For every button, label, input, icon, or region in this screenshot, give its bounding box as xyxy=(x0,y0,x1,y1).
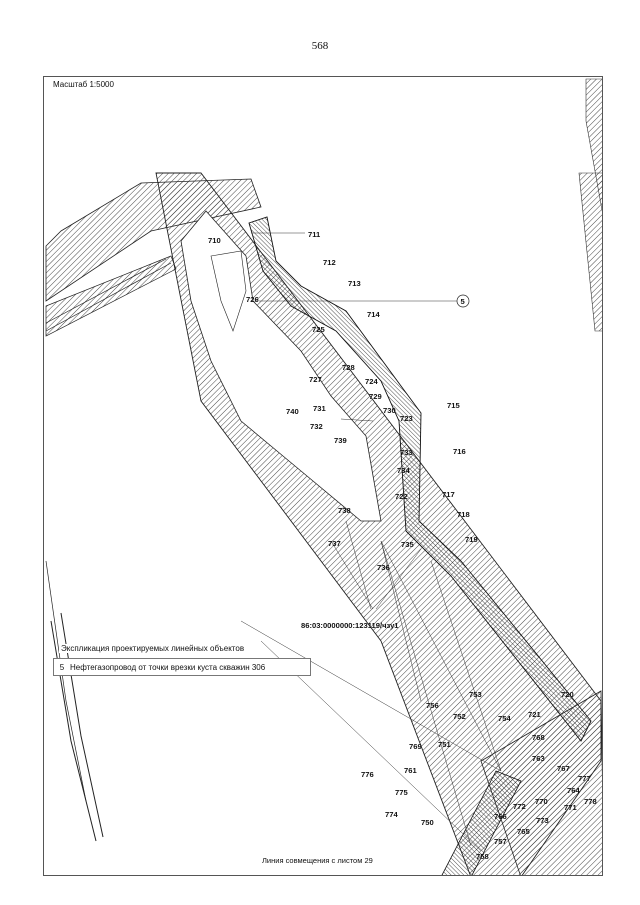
point-label: 754 xyxy=(498,714,511,723)
point-label: 763 xyxy=(532,754,545,763)
point-label: 767 xyxy=(557,764,570,773)
bottom-right-cluster xyxy=(480,690,602,875)
legend-number: 5 xyxy=(59,662,65,672)
point-label: 724 xyxy=(365,377,378,386)
point-label: 716 xyxy=(453,447,466,456)
point-label: 764 xyxy=(567,786,580,795)
parcel-label: 86:03:0000000:123119/чзу1 xyxy=(301,621,399,630)
point-label: 713 xyxy=(348,279,361,288)
joint-line-label: Линия совмещения с листом 29 xyxy=(259,856,376,865)
point-label: 717 xyxy=(442,490,455,499)
point-label: 714 xyxy=(367,310,380,319)
point-label: 710 xyxy=(208,236,221,245)
point-label: 778 xyxy=(584,797,597,806)
point-label: 777 xyxy=(578,774,591,783)
point-label: 768 xyxy=(532,733,545,742)
point-label: 770 xyxy=(535,797,548,806)
point-label: 769 xyxy=(409,742,422,751)
cadastral-map: 5 710 711 712 713 714 715 716 717 718 71… xyxy=(45,78,602,875)
point-label: 729 xyxy=(369,392,382,401)
point-label: 751 xyxy=(438,740,451,749)
point-label: 775 xyxy=(395,788,408,797)
scale-label: Масштаб 1:5000 xyxy=(53,80,114,89)
point-label: 720 xyxy=(561,690,574,699)
point-label: 757 xyxy=(494,837,507,846)
point-label: 730 xyxy=(383,406,396,415)
point-label: 735 xyxy=(401,540,414,549)
point-label: 750 xyxy=(421,818,434,827)
point-label: 737 xyxy=(328,539,341,548)
point-label: 734 xyxy=(397,466,410,475)
point-label: 725 xyxy=(312,325,325,334)
point-label: 738 xyxy=(338,506,351,515)
point-label: 736 xyxy=(377,563,390,572)
point-label: 752 xyxy=(453,712,466,721)
point-label: 733 xyxy=(400,448,413,457)
point-labels: 710 711 712 713 714 715 716 717 718 719 … xyxy=(208,230,597,861)
callout-number: 5 xyxy=(461,297,466,306)
point-label: 728 xyxy=(342,363,355,372)
point-label: 727 xyxy=(309,375,322,384)
point-label: 753 xyxy=(469,690,482,699)
legend-row: 5 Нефтегазопровод от точки врезки куста … xyxy=(53,658,311,676)
point-label: 766 xyxy=(494,812,507,821)
point-label: 774 xyxy=(385,810,398,819)
point-label: 715 xyxy=(447,401,460,410)
point-label: 712 xyxy=(323,258,336,267)
map-frame: Масштаб 1:5000 xyxy=(43,76,603,876)
point-label: 772 xyxy=(513,802,526,811)
point-label: 773 xyxy=(536,816,549,825)
point-label: 718 xyxy=(457,510,470,519)
point-label: 721 xyxy=(528,710,541,719)
inner-clear-area-b xyxy=(210,250,247,332)
point-label: 711 xyxy=(308,230,321,239)
point-label: 776 xyxy=(361,770,374,779)
point-label: 756 xyxy=(426,701,439,710)
point-label: 740 xyxy=(286,407,299,416)
point-label: 765 xyxy=(517,827,530,836)
point-label: 739 xyxy=(334,436,347,445)
page-number: 568 xyxy=(311,40,329,52)
point-label: 722 xyxy=(395,492,408,501)
point-label: 732 xyxy=(310,422,323,431)
point-label: 731 xyxy=(313,404,326,413)
point-label: 723 xyxy=(400,414,413,423)
point-label: 761 xyxy=(404,766,417,775)
bottom-right-cluster-b xyxy=(441,770,522,875)
legend-title: Экспликация проектируемых линейных объек… xyxy=(59,644,247,653)
point-label: 719 xyxy=(465,535,478,544)
point-label: 726 xyxy=(246,295,259,304)
point-label: 771 xyxy=(564,803,577,812)
right-edge-band xyxy=(578,172,602,332)
legend-text: Нефтегазопровод от точки врезки куста ск… xyxy=(70,662,266,672)
point-label: 758 xyxy=(476,852,489,861)
